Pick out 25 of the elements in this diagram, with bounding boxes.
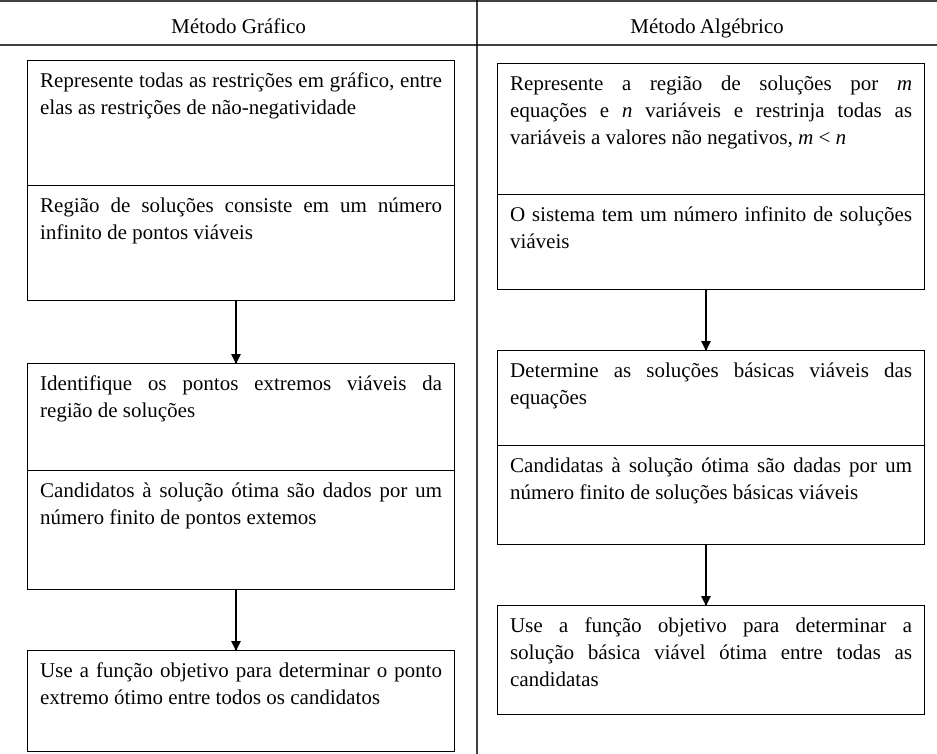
process-box (27, 363, 455, 471)
process-box (497, 605, 925, 715)
column-header: Método Algébrico (629, 14, 785, 39)
arrow (231, 590, 241, 651)
box-text: Represente todas as restrições em gráfico, entre elas as restrições de não-negatividade (40, 67, 442, 121)
arrow (701, 290, 711, 351)
process-box (27, 185, 455, 301)
process-box (497, 194, 925, 290)
process-box (497, 63, 925, 195)
box-text: Candidatas à solução ótima são dadas por um número finito de soluções básicas viáveis (510, 452, 912, 506)
box-text: Identifique os pontos extremos viáveis da região de soluções (40, 370, 442, 424)
box-text: Região de soluções consiste em um número infinito de pontos viáveis (40, 192, 442, 246)
box-text: Determine as soluções básicas viáveis das equações (510, 357, 912, 411)
box-text: Use a função objetivo para determinar a solução básica viável ótima entre todas as candidatas (510, 612, 912, 693)
arrow (701, 545, 711, 606)
process-box (27, 60, 455, 186)
box-text: O sistema tem um número infinito de soluções viáveis (510, 201, 912, 255)
process-box (27, 470, 455, 590)
arrow (231, 301, 241, 364)
process-box (27, 650, 455, 752)
process-box (497, 445, 925, 545)
box-text: Candidatos à solução ótima são dados por um número finito de pontos extemos (40, 477, 442, 531)
column-header: Método Gráfico (170, 14, 307, 39)
process-box (497, 350, 925, 446)
box-text: Use a função objetivo para determinar o ponto extremo ótimo entre todos os candidatos (40, 657, 442, 711)
